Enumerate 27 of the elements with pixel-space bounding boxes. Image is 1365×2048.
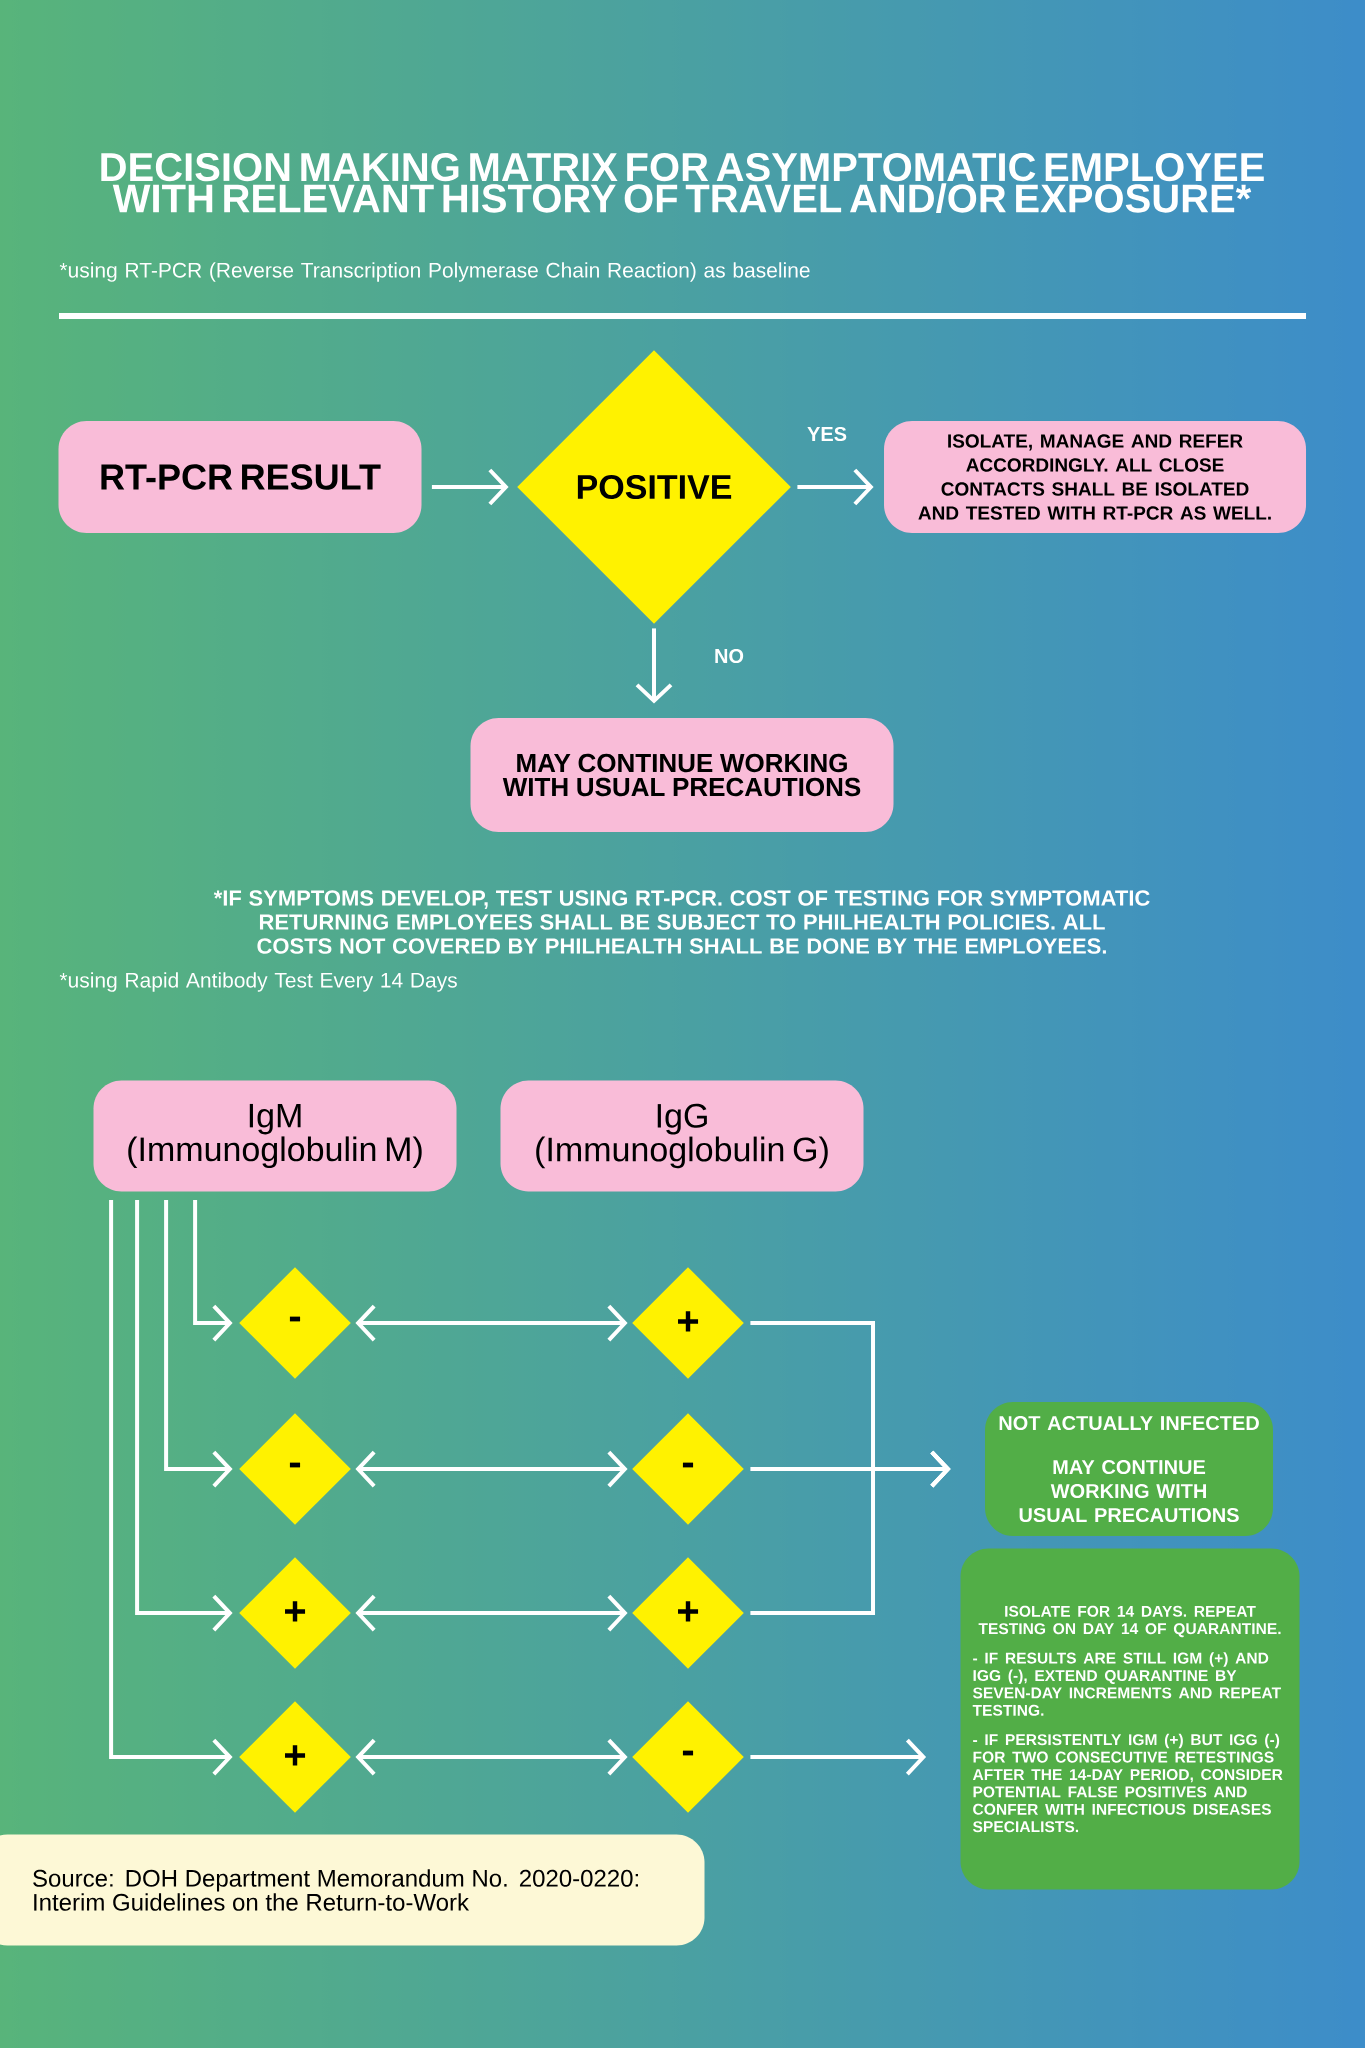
- arrow: [750, 1450, 951, 1615]
- instruction-box: ISOLATE FOR 14 DAYS. REPEAT TESTING ON DAY 14 OF QUARANTINE. - IF RESULTS ARE STILL IGM (+) AND IGG (-), EXTEND QUARANTINE BY SEVEN-DAY INCREMENTS AND REPEAT TESTING. - IF PERSISTENTLY IGM (+) BUT IGG (-) FOR TWO CONSECUTIVE RETESTINGS AFTER THE 14-DAY PERIOD, CONSIDER POTENTIAL FALSE POSITIVES AND CONFER WITH INFECTIOUS DISEASES SPECIALISTS.: [960, 1548, 1300, 1890]
- subtitle: *using RT-PCR (Reverse Transcription Polymerase Chain Reaction) as baseline: [59, 262, 810, 282]
- action-box: MAY CONTINUE WORKING WITH USUAL PRECAUTIONS: [470, 718, 894, 832]
- result-box: RT-PCR RESULT: [58, 421, 422, 533]
- arrow: [135, 1199, 233, 1632]
- arrow: [750, 1738, 927, 1776]
- arrow: [355, 1450, 628, 1488]
- note-text: *using Rapid Antibody Test Every 14 Days: [59, 972, 457, 992]
- arrow: [797, 468, 874, 506]
- arrow: [635, 628, 673, 704]
- edge-label: YES: [807, 426, 847, 442]
- arrow: [193, 1199, 233, 1342]
- arrow: [355, 1738, 628, 1776]
- arrow: [355, 1304, 628, 1342]
- source-box: Source: DOH Department Memorandum No. 2020-0220: Interim Guidelines on the Return-to-Work: [0, 1834, 705, 1946]
- edge-label: NO: [715, 648, 744, 664]
- title: DECISION MAKING MATRIX FOR ASYMPTOMATIC EMPLOYEE WITH RELEVANT HISTORY OF TRAVEL AND/OR EXPOSURE*: [101, 152, 1264, 214]
- arrow: [109, 1199, 233, 1776]
- action-box: ISOLATE, MANAGE AND REFER ACCORDINGLY. ALL CLOSE CONTACTS SHALL BE ISOLATED AND TESTED WITH RT-PCR AS WELL.: [884, 421, 1306, 533]
- arrow: [431, 468, 509, 506]
- test-box: IgG (Immunoglobulin G): [500, 1080, 864, 1192]
- note-text: *IF SYMPTOMS DEVELOP, TEST USING RT-PCR. COST OF TESTING FOR SYMPTOMATIC RETURNING EMPLOYEES SHALL BE SUBJECT TO PHILHEALTH POLICIES. ALL COSTS NOT COVERED BY PHILHEALTH SHALL BE DONE BY THE EMPLOYEES.: [213, 890, 1150, 954]
- test-box: IgM (Immunoglobulin M): [93, 1080, 457, 1192]
- arrow: [164, 1199, 233, 1488]
- outcome-box: NOT ACTUALLY INFECTED MAY CONTINUE WORKING WITH USUAL PRECAUTIONS: [985, 1402, 1273, 1536]
- arrow: [355, 1594, 628, 1632]
